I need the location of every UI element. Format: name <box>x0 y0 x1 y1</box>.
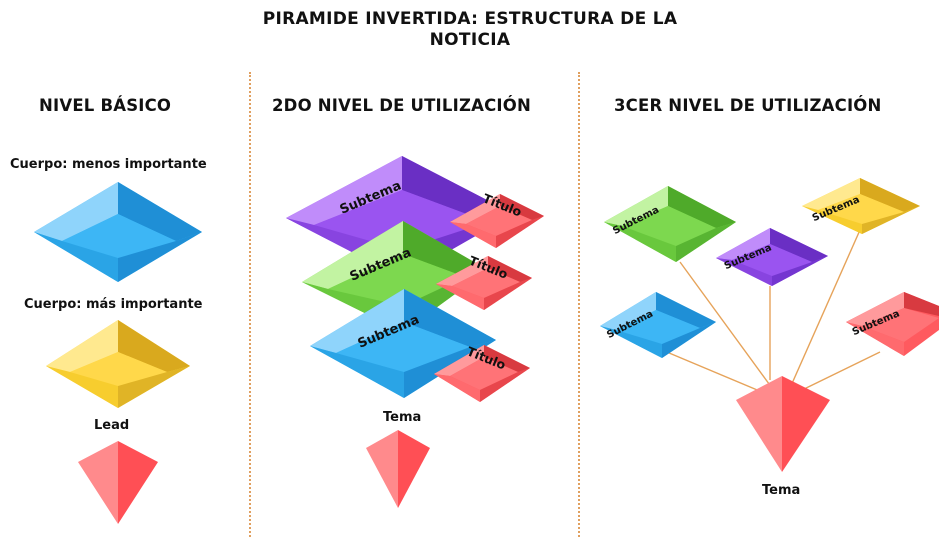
red-topic-pyramid-level3 <box>736 376 830 472</box>
connector-lines <box>661 229 881 393</box>
blue-subtopic-node: Subtema <box>600 292 716 358</box>
red-title-block-2: Título <box>436 253 532 310</box>
title-line-1: PIRAMIDE INVERTIDA: ESTRUCTURA DE LA <box>262 9 678 29</box>
heading-third-level: 3CER NIVEL DE UTILIZACIÓN <box>614 96 882 115</box>
red-title-block-1: Título <box>450 190 544 248</box>
column-divider-2 <box>578 72 580 537</box>
label-lead: Lead <box>94 418 130 433</box>
yellow-subtopic-node: Subtema <box>802 178 920 234</box>
heading-second-level: 2DO NIVEL DE UTILIZACIÓN <box>272 96 531 115</box>
red-lead-pyramid <box>78 441 158 524</box>
label-body-less-important: Cuerpo: menos importante <box>10 157 207 172</box>
label-topic-level2: Tema <box>383 410 422 425</box>
blue-body-block <box>34 182 202 282</box>
green-subtopic-node: Subtema <box>604 186 736 262</box>
column-divider-1 <box>249 72 251 537</box>
heading-basic-level: NIVEL BÁSICO <box>39 96 172 115</box>
red-topic-pyramid-level2 <box>366 430 430 508</box>
yellow-body-block <box>46 320 190 408</box>
label-topic-level3: Tema <box>762 483 801 498</box>
diagram-title: PIRAMIDE INVERTIDA: ESTRUCTURA DE LA NOT… <box>200 9 740 51</box>
title-line-2: NOTICIA <box>429 30 511 50</box>
label-body-more-important: Cuerpo: más importante <box>24 297 203 312</box>
red-subtopic-node: Subtema <box>846 292 939 356</box>
purple-subtopic-node: Subtema <box>716 228 828 286</box>
